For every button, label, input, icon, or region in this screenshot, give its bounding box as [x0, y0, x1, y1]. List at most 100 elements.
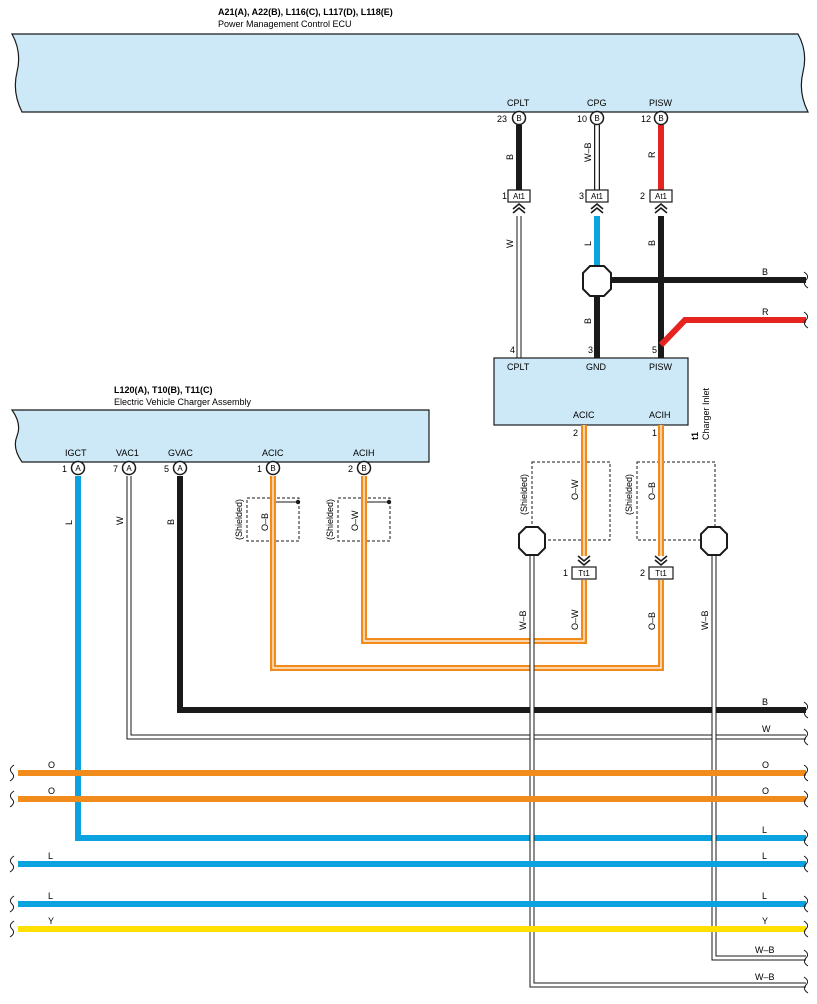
left-pin-acih: 2 B: [348, 460, 372, 476]
wire-code-pisw-upper: R: [647, 151, 657, 158]
left-pin-vac1: 7 A: [113, 460, 137, 476]
left-pin-label-acic: ACIC: [262, 448, 284, 458]
break-mark: [803, 976, 809, 994]
wire-shield-wb-left: [530, 556, 806, 987]
left-pin-conn-gvac: A: [177, 464, 183, 473]
wire-code-cpg-upper: W–B: [583, 142, 593, 162]
left-pin-num-acic: 1: [257, 464, 262, 474]
inlet-pin-label-pisw: PISW: [649, 362, 673, 372]
at1-label-3: At1: [591, 192, 604, 201]
tt1-num-1: 1: [563, 568, 568, 578]
bus-label-right-1: W: [762, 724, 771, 734]
bus-label-right-8: W–B: [755, 945, 775, 955]
bus-label-right-2: O: [762, 760, 769, 770]
left-pin-conn-vac1: A: [126, 464, 132, 473]
bus-label-right-9: W–B: [755, 972, 775, 982]
ecu-pin-num-12: 12: [641, 114, 651, 124]
break-mark: [9, 764, 15, 782]
wire-code-right-b: B: [762, 267, 768, 277]
shield-box-right-1: [531, 461, 611, 541]
wire-code-gnd: B: [583, 318, 593, 324]
at1-num-2: 2: [640, 191, 645, 201]
inlet-pin-label-gnd: GND: [586, 362, 607, 372]
break-mark: [9, 855, 15, 873]
break-mark: [803, 311, 809, 329]
ecu-pin-label-pisw: PISW: [649, 98, 673, 108]
bus-label-left-7: Y: [48, 916, 54, 926]
inlet-pin-label-cplt: CPLT: [507, 362, 530, 372]
break-mark: [803, 701, 809, 719]
shielded-label-left-2: (Shielded): [325, 499, 335, 540]
inlet-pin-num-5: 5: [652, 345, 657, 355]
break-mark: [803, 949, 809, 967]
break-mark: [9, 920, 15, 938]
bus-label-right-7: Y: [762, 916, 768, 926]
break-mark: [803, 764, 809, 782]
bus-label-left-3: O: [48, 786, 55, 796]
wire-acih-outer: [361, 476, 587, 644]
inlet-pin-num-2: 2: [573, 428, 578, 438]
bus-label-left-5: L: [48, 851, 53, 861]
left-pin-label-acih: ACIH: [353, 448, 375, 458]
inlet-pin-label-acih: ACIH: [649, 410, 671, 420]
break-mark: [803, 790, 809, 808]
left-pin-num-acih: 2: [348, 464, 353, 474]
wire-code-gvac: B: [166, 519, 176, 525]
break-mark: [803, 895, 809, 913]
connector-at1-3: 3 At1: [579, 189, 609, 214]
wire-shield-wb-right-outline: [711, 556, 806, 961]
wire-acic-stripe: [272, 476, 662, 669]
wire-code-acih-inlet: O–B: [647, 482, 657, 500]
inlet-pin-num-3: 3: [588, 345, 593, 355]
bus-label-left-2: O: [48, 760, 55, 770]
connector-at1-1: 1 At1: [502, 189, 531, 214]
wire-gvac: [177, 476, 806, 713]
break-mark: [803, 829, 809, 847]
wire-code-shield-wb-right: W–B: [700, 610, 710, 630]
wire-igct: [75, 476, 806, 841]
connector-tt1-2: 2 Tt1: [640, 555, 674, 580]
wire-code-acic-low: O–W: [570, 609, 580, 630]
wire-code-vac1: W: [115, 516, 125, 525]
bus-label-left-6: L: [48, 891, 53, 901]
ecu-left-codes: L120(A), T10(B), T11(C): [114, 385, 213, 395]
wire-right-r: [658, 317, 806, 348]
shielded-label-right-1: (Shielded): [519, 474, 529, 515]
bus-label-right-6: L: [762, 891, 767, 901]
wire-shield-wb-right: [712, 556, 806, 960]
tt1-num-2: 2: [640, 568, 645, 578]
left-pin-acic: 1 B: [257, 460, 281, 476]
wire-code-igct: L: [64, 520, 74, 525]
ecu-top-codes: A21(A), A22(B), L116(C), L117(D), L118(E…: [218, 7, 393, 17]
ecu-pin-label-cplt: CPLT: [507, 98, 530, 108]
wire-code-right-r: R: [762, 307, 769, 317]
wire-code-cpg-lower: L: [583, 241, 593, 246]
break-mark: [803, 728, 809, 746]
ecu-pin-label-cpg: CPG: [587, 98, 607, 108]
wire-code-acic-inlet: O–W: [570, 479, 580, 500]
ecu-pin-conn-10: B: [594, 114, 599, 123]
left-pin-conn-acic: B: [270, 464, 275, 473]
left-pin-conn-acih: B: [361, 464, 366, 473]
inlet-code: t1: [690, 432, 700, 440]
inlet-name: Charger Inlet: [701, 387, 711, 440]
ecu-top-name: Power Management Control ECU: [218, 19, 352, 29]
shield-node-right: [700, 526, 728, 556]
at1-num-1: 1: [502, 191, 507, 201]
shielded-label-right-2: (Shielded): [624, 474, 634, 515]
shield-node-left: [518, 526, 546, 556]
left-pin-label-igct: IGCT: [65, 448, 87, 458]
at1-label-1: At1: [513, 192, 526, 201]
ecu-pin-conn-23: B: [516, 114, 521, 123]
wire-code-shield-wb-left: W–B: [518, 610, 528, 630]
charger-assembly-box: [10, 409, 430, 463]
ecu-pin-num-23: 23: [497, 114, 507, 124]
ecu-top-pin-12: 12 B: [641, 110, 669, 126]
bus-label-right-0: B: [762, 697, 768, 707]
bus-label-right-3: O: [762, 786, 769, 796]
break-mark: [803, 271, 809, 289]
break-mark: [9, 790, 15, 808]
ecu-top-pin-10: 10 B: [577, 110, 605, 126]
left-pin-igct: 1 A: [62, 460, 86, 476]
